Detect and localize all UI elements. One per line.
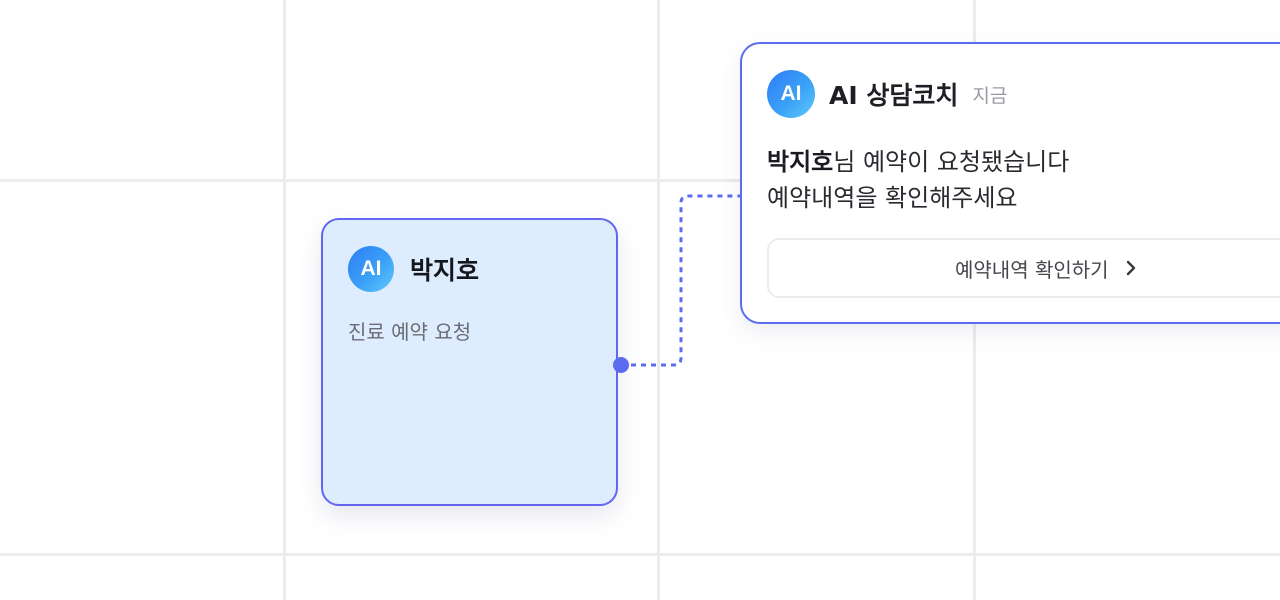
patient-node-card[interactable]: AI 박지호 진료 예약 요청 (321, 218, 618, 506)
notification-message: 박지호님 예약이 요청됐습니다 예약내역을 확인해주세요 (767, 144, 1069, 216)
node-output-port[interactable] (613, 357, 629, 373)
notification-message-line: 박지호님 예약이 요청됐습니다 (767, 144, 1069, 180)
patient-name: 박지호 (767, 148, 834, 176)
ai-avatar-icon: AI (767, 70, 815, 118)
grid-line (657, 0, 660, 600)
view-reservation-button[interactable]: 예약내역 확인하기 (767, 238, 1280, 298)
chevron-right-icon (1125, 260, 1137, 276)
notification-header: AI AI 상담코치 지금 (767, 70, 1007, 118)
node-subtitle: 진료 예약 요청 (348, 320, 472, 344)
node-header: AI 박지호 (348, 246, 479, 292)
notification-card: AI AI 상담코치 지금 박지호님 예약이 요청됐습니다 예약내역을 확인해주… (740, 42, 1280, 324)
grid-line (0, 179, 1280, 182)
node-title: 박지호 (410, 256, 480, 285)
grid-line (283, 0, 286, 600)
notification-timestamp: 지금 (972, 84, 1008, 107)
ai-avatar-icon: AI (348, 246, 394, 292)
grid-line (0, 553, 1280, 556)
notification-message-line: 예약내역을 확인해주세요 (767, 184, 1018, 212)
message-text: 님 예약이 요청됐습니다 (833, 148, 1070, 176)
view-reservation-label: 예약내역 확인하기 (955, 257, 1109, 282)
notification-title: AI 상담코치 (829, 81, 959, 110)
